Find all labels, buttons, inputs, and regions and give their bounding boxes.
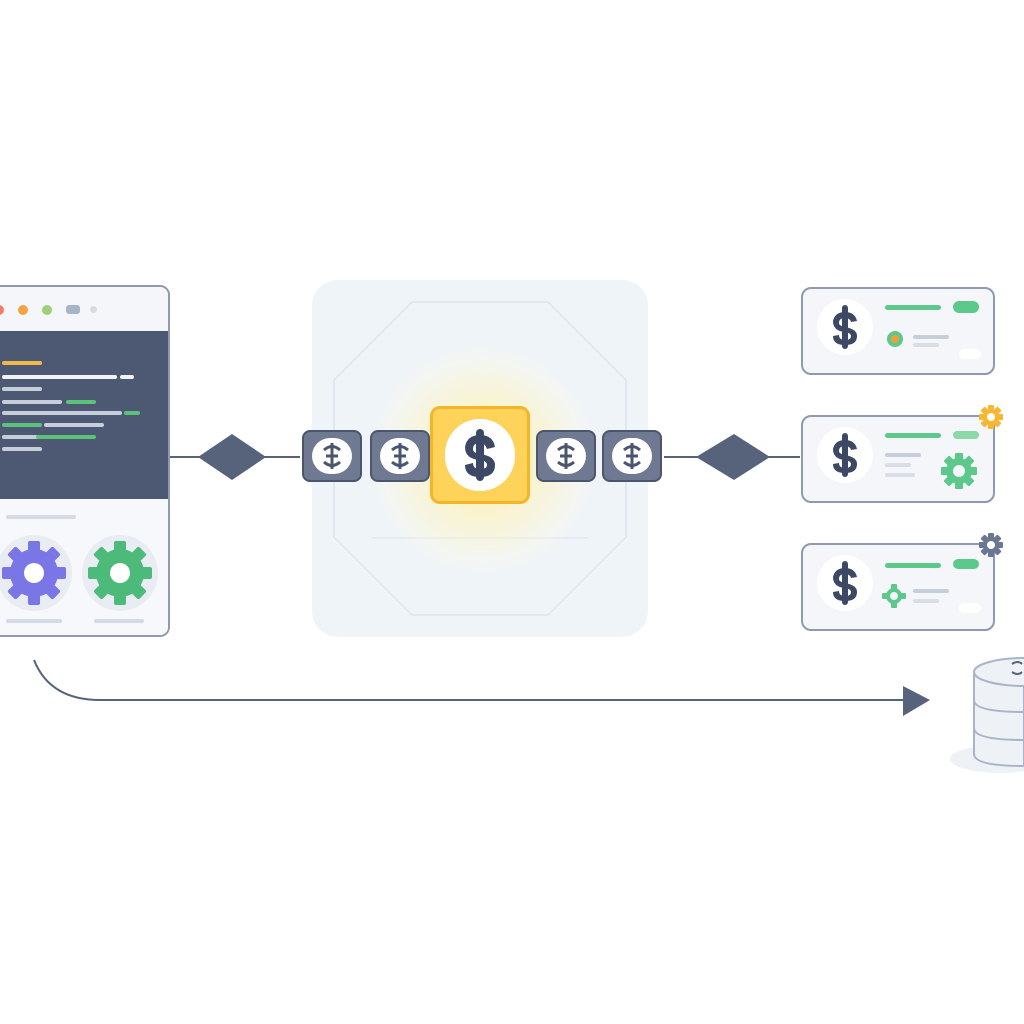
status-badge	[953, 301, 979, 313]
gear-badge-icon	[978, 404, 1004, 435]
code-line	[44, 423, 104, 427]
coin-icon	[612, 438, 652, 474]
window-dot-light	[90, 306, 97, 313]
code-line	[2, 423, 42, 427]
editor-titlebar	[0, 287, 168, 331]
text-line	[913, 343, 939, 347]
output-card-1	[801, 287, 995, 375]
divider-line	[6, 619, 62, 623]
gear-icon	[883, 327, 907, 356]
text-line	[885, 453, 921, 457]
token-2	[370, 430, 430, 482]
code-line	[36, 435, 96, 439]
text-line	[885, 463, 911, 467]
coin-icon	[546, 438, 586, 474]
code-line	[2, 375, 117, 379]
database-icon	[972, 656, 1024, 775]
coin-icon	[445, 419, 515, 491]
status-bar	[885, 563, 941, 568]
token-3	[536, 430, 596, 482]
output-card-2	[801, 415, 995, 503]
text-line	[913, 589, 949, 593]
output-card-3	[801, 543, 995, 631]
coin-icon	[817, 299, 873, 355]
gear-icon	[939, 451, 979, 496]
code-area	[0, 331, 168, 499]
text-line	[913, 599, 939, 603]
coin-icon	[312, 438, 352, 474]
window-dot-green	[42, 305, 52, 315]
arrow-head-3	[903, 686, 930, 716]
source-editor-window	[0, 285, 170, 637]
coin-icon	[817, 427, 873, 483]
divider-line	[6, 515, 76, 519]
status-bar	[885, 305, 941, 310]
code-line	[2, 361, 42, 365]
gear-icon	[881, 583, 907, 614]
status-badge	[953, 431, 979, 439]
code-line	[124, 411, 140, 415]
code-line	[2, 400, 62, 404]
window-dot-gray	[66, 305, 80, 314]
toggle-pill	[959, 349, 981, 359]
code-line	[2, 411, 122, 415]
code-line	[2, 447, 42, 451]
gear-badge-icon	[978, 532, 1004, 563]
window-dot-red	[0, 305, 4, 315]
coin-icon	[380, 438, 420, 474]
code-line	[66, 400, 96, 404]
storage-connector	[33, 659, 905, 701]
editor-tools-area	[0, 499, 168, 635]
status-badge	[953, 559, 979, 569]
status-bar	[885, 433, 941, 438]
token-1	[302, 430, 362, 482]
arrow-head-2	[696, 434, 770, 480]
window-dot-orange	[18, 305, 28, 315]
purple-gear-icon	[0, 535, 72, 616]
coin-icon	[817, 555, 873, 611]
green-gear-icon	[82, 535, 158, 616]
active-token	[430, 406, 530, 504]
toggle-pill	[959, 603, 981, 613]
code-line	[120, 375, 134, 379]
code-line	[2, 387, 42, 391]
arrow-head-1	[198, 434, 266, 480]
text-line	[913, 335, 949, 339]
divider-line	[94, 619, 144, 623]
token-4	[602, 430, 662, 482]
text-line	[885, 473, 915, 477]
